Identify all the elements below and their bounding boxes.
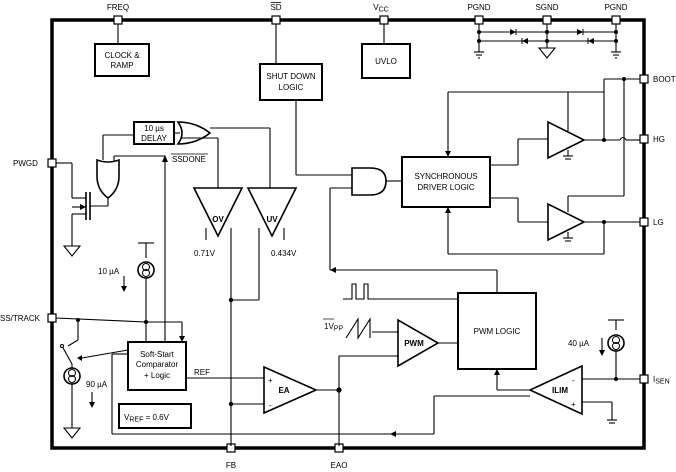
softstart-label-3: + Logic: [144, 371, 170, 380]
ilim-label: ILIM: [552, 386, 568, 395]
uv-label: UV: [266, 215, 278, 224]
shutdown-logic-block: SHUT DOWN LOGIC: [259, 24, 323, 101]
shutdown-label-2: LOGIC: [279, 83, 304, 92]
pin-isen-sub: SEN: [655, 379, 669, 386]
ea-label: EA: [278, 386, 289, 395]
softstart-label-1: Soft-Start: [140, 350, 175, 359]
svg-text:VREF = 0.6V: VREF = 0.6V: [124, 413, 170, 424]
pin-hg: HG: [639, 134, 665, 144]
pwm-logic-block: PWM LOGIC: [330, 267, 537, 370]
ss-switch-sink: 90 µA: [60, 320, 129, 439]
uv-threshold: 0.434V: [271, 249, 297, 258]
clock-ramp-block: CLOCK & RAMP: [94, 24, 150, 77]
pin-vcc-label: V: [373, 3, 379, 12]
pin-freq-label: FREQ: [107, 3, 129, 12]
pin-pwgd: PWGD: [13, 158, 57, 168]
vpp-label: 1V: [324, 322, 334, 331]
svg-text:1VPP: 1VPP: [324, 322, 343, 333]
delay-label-2: DELAY: [141, 134, 167, 143]
vref-label: V: [124, 413, 130, 422]
pwm-logic-label: PWM LOGIC: [474, 327, 521, 336]
delay-label-1: 10 µs: [144, 124, 164, 133]
pwgd-output-stage: [56, 134, 165, 257]
ov-threshold: 0.71V: [194, 249, 216, 258]
svg-text:ISEN: ISEN: [653, 375, 670, 386]
ilim-comparator: ILIM - + 40 µA: [390, 319, 640, 437]
ov-label: OV: [212, 215, 224, 224]
ground-diode-network: [474, 24, 621, 59]
soft-start-block: Soft-Start Comparator + Logic VREF = 0.6…: [55, 242, 192, 429]
ilim-minus: -: [572, 376, 575, 385]
chip-outline: [50, 18, 646, 450]
softstart-label-2: Comparator: [136, 360, 179, 369]
vref-value: = 0.6V: [143, 413, 169, 422]
sync-label-1: SYNCHRONOUS: [414, 172, 477, 181]
fb-feedback-wire: [111, 353, 390, 435]
svg-text:VCC: VCC: [373, 3, 388, 14]
delay-block: 10 µs DELAY SSDONE: [133, 121, 271, 342]
high-side-driver: [445, 77, 640, 196]
pwm-comp-label: PWM: [404, 339, 424, 348]
pin-pwgd-label: PWGD: [13, 159, 38, 168]
pin-ss-track-label: SS/TRACK: [0, 314, 41, 323]
clock-label-2: RAMP: [110, 61, 133, 70]
ea-plus: +: [268, 376, 273, 385]
ea-minus: -: [269, 401, 272, 410]
pin-hg-label: HG: [653, 135, 665, 144]
pin-lg: LG: [639, 217, 664, 227]
sync-driver-logic: SYNCHRONOUS DRIVER LOGIC: [401, 156, 491, 208]
pin-pgnd-left-label: PGND: [467, 3, 490, 12]
pin-fb-label: FB: [226, 461, 236, 470]
pin-sd: SD: [270, 2, 282, 25]
uv-comparator: UV 0.434V: [228, 187, 298, 303]
ilim-plus: +: [571, 400, 576, 409]
and-gate: [295, 100, 402, 270]
pin-eao-label: EAO: [331, 461, 348, 470]
sync-label-2: DRIVER LOGIC: [417, 183, 475, 192]
vref-sub: REF: [129, 417, 143, 424]
ref-label: REF: [194, 368, 210, 377]
error-amplifier: EA + - REF: [186, 365, 342, 415]
shutdown-label-1: SHUT DOWN: [266, 72, 315, 81]
pin-boot-label: BOOT: [653, 75, 676, 84]
vpp-sub: PP: [334, 326, 344, 333]
pin-ss-track: SS/TRACK: [0, 313, 57, 323]
pin-sd-label: SD: [270, 3, 281, 12]
pin-boot: BOOT: [639, 74, 676, 84]
low-side-driver: [445, 195, 640, 255]
i90-label: 90 µA: [86, 380, 108, 389]
pwm-comparator: 1VPP PWM: [323, 317, 458, 446]
pin-vcc-sub: CC: [379, 7, 389, 14]
ssdone-label: SSDONE: [172, 155, 206, 164]
clock-label-1: CLOCK &: [104, 51, 140, 60]
pin-pgnd-right-label: PGND: [604, 3, 627, 12]
uvlo-label: UVLO: [375, 57, 397, 66]
pin-fb: FB: [226, 443, 236, 470]
i40-label: 40 µA: [568, 339, 590, 348]
ov-comparator: OV 0.71V: [192, 187, 244, 446]
uvlo-block: UVLO: [361, 24, 411, 79]
pin-isen-label: I: [653, 375, 655, 384]
pin-sgnd-label: SGND: [535, 3, 558, 12]
ground-symbol: [62, 245, 82, 257]
pin-lg-label: LG: [653, 218, 664, 227]
i10-label: 10 µA: [98, 267, 120, 276]
